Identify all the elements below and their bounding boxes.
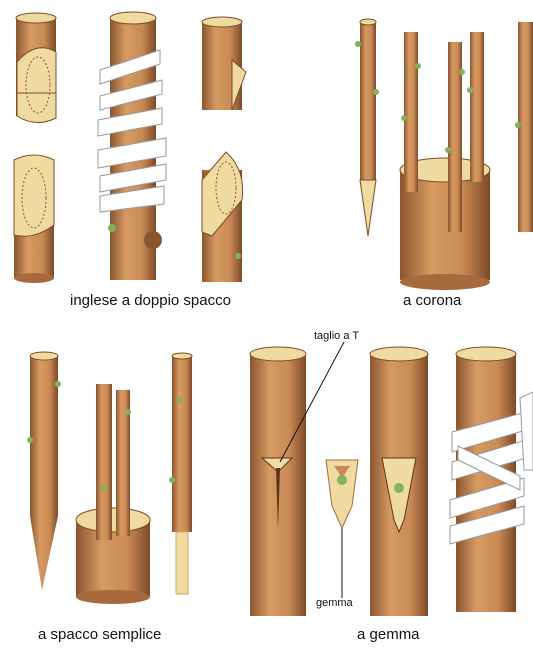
label-gemma: gemma xyxy=(316,597,353,609)
scion-bottom-left xyxy=(14,155,54,283)
caption-a-spacco-semplice: a spacco semplice xyxy=(38,626,161,643)
bud-shield xyxy=(326,460,358,598)
scion-loose-left xyxy=(27,352,61,590)
panel-a-spacco-semplice xyxy=(27,352,192,604)
scion-loose xyxy=(355,19,379,236)
label-taglio-a-t: taglio a T xyxy=(314,330,359,342)
stock-bottom-right xyxy=(202,152,243,282)
caption-inglese-a-doppio-spacco: inglese a doppio spacco xyxy=(70,292,231,309)
taped-union xyxy=(98,12,166,280)
panel-a-corona xyxy=(355,19,533,290)
stock-top-right xyxy=(202,17,246,110)
caption-a-corona: a corona xyxy=(403,292,461,309)
trunk-taped xyxy=(450,347,533,612)
panel-inglese-a-doppio-spacco xyxy=(14,12,246,283)
trunk-bud-inserted xyxy=(370,347,428,616)
scion-top-left xyxy=(16,13,56,123)
caption-a-gemma: a gemma xyxy=(357,626,420,643)
scion-right xyxy=(169,353,192,594)
panel-a-gemma xyxy=(250,342,533,616)
